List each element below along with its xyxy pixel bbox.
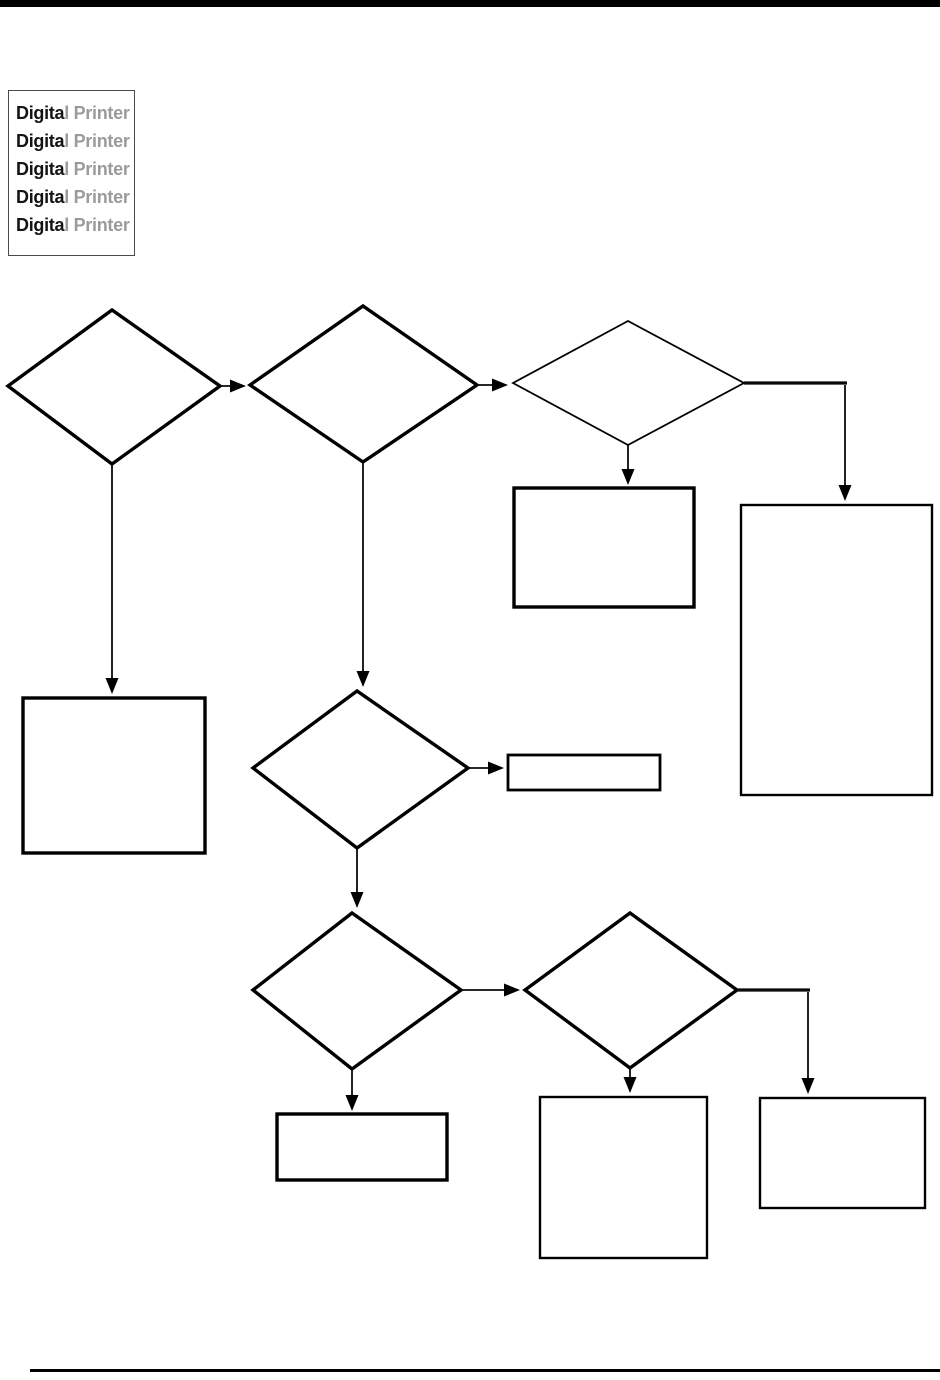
sample-text-dark: Digita xyxy=(16,103,65,123)
sample-text-dark: Digita xyxy=(16,159,65,179)
decision-diamond-2 xyxy=(247,303,481,465)
sample-line: Digital Printer xyxy=(16,183,134,211)
decision-diamond-1 xyxy=(5,307,223,467)
decision-diamond-4 xyxy=(250,688,471,851)
sample-line: Digital Printer xyxy=(16,127,134,155)
sample-line: Digital Printer xyxy=(16,211,134,239)
process-box-left xyxy=(21,696,207,855)
process-box-small-middle xyxy=(506,753,662,792)
sample-text-light: l Printer xyxy=(64,103,130,123)
sample-text-dark: Digita xyxy=(16,215,65,235)
sample-text-light: l Printer xyxy=(64,215,130,235)
sample-text-light: l Printer xyxy=(64,159,130,179)
sample-text-dark: Digita xyxy=(16,187,65,207)
bottom-rule xyxy=(30,1369,940,1372)
decision-diamond-6 xyxy=(522,910,740,1071)
sample-text-light: l Printer xyxy=(64,187,130,207)
process-box-tall-right xyxy=(739,503,934,797)
process-box-top-middle xyxy=(512,486,696,609)
sample-text-dark: Digita xyxy=(16,131,65,151)
sample-text-light: l Printer xyxy=(64,131,130,151)
process-box-bottom-left xyxy=(275,1112,449,1182)
decision-diamond-3 xyxy=(511,319,746,447)
decision-diamond-5 xyxy=(250,910,464,1072)
top-rule xyxy=(0,0,940,7)
sample-line: Digital Printer xyxy=(16,155,134,183)
process-box-bottom-middle xyxy=(538,1095,709,1260)
sample-line: Digital Printer xyxy=(16,99,134,127)
process-box-bottom-right xyxy=(758,1096,927,1210)
print-sample-box: Digital Printer Digital Printer Digital … xyxy=(8,90,135,256)
